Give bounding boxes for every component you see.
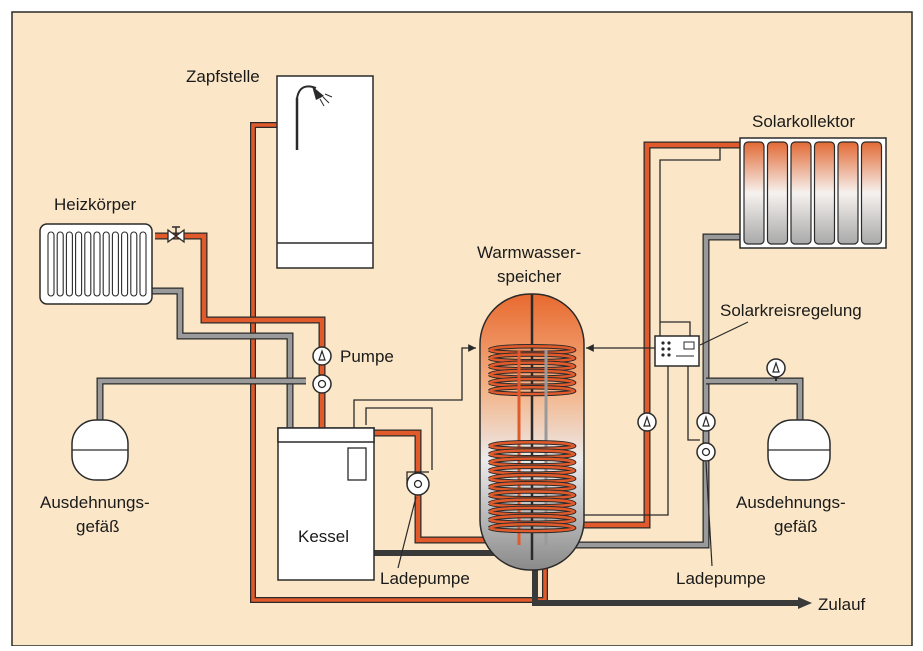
label-ausdehnung-left-line1: Ausdehnungs- xyxy=(40,493,150,512)
boiler xyxy=(277,427,375,581)
boiler-control-wire xyxy=(353,344,476,433)
controller-wire-2 xyxy=(582,362,669,516)
solarkreisregelung-pointer xyxy=(699,321,749,346)
label-ladepumpe-left: Ladepumpe xyxy=(380,569,470,588)
label-speicher-line2: speicher xyxy=(497,267,562,286)
collector-tube xyxy=(766,141,789,245)
collector-tube xyxy=(790,141,812,245)
label-solarkollektor: Solarkollektor xyxy=(752,112,855,131)
solar-collector xyxy=(739,137,887,249)
label-zapfstelle: Zapfstelle xyxy=(186,67,260,86)
coil-turn xyxy=(488,498,576,508)
coil-turn xyxy=(488,441,576,451)
label-ladepumpe-right: Ladepumpe xyxy=(676,569,766,588)
controller-button xyxy=(667,341,671,345)
heater-return-pipe xyxy=(150,288,293,430)
valve-icon xyxy=(167,226,185,244)
radiator-fin xyxy=(75,231,83,297)
radiator-fin xyxy=(47,231,55,297)
radiator-fin xyxy=(65,231,73,297)
radiator-fin xyxy=(130,231,138,297)
coil-turn xyxy=(488,361,576,371)
controller-button xyxy=(661,353,665,357)
controller-wire-4 xyxy=(659,148,721,340)
ladepumpe-right-pointer xyxy=(705,461,713,567)
gauge-icon xyxy=(766,358,786,381)
coil-turn xyxy=(488,482,576,492)
gauge-icon xyxy=(312,346,332,366)
coil-turn xyxy=(488,345,576,355)
loading-pump-left-icon xyxy=(406,471,430,496)
coil-turn xyxy=(488,386,576,396)
controller-button xyxy=(661,347,665,351)
controller-button xyxy=(661,341,665,345)
shower-stall xyxy=(276,75,374,269)
coil-turn xyxy=(488,523,576,533)
left-expansion-pipe xyxy=(97,378,306,420)
storage-tank xyxy=(479,293,585,571)
coil-turn xyxy=(488,353,576,363)
radiator-fin xyxy=(121,231,129,297)
gauge-icon xyxy=(696,412,716,432)
radiator-fin xyxy=(84,231,92,297)
hot-water-tap-pipe-fill xyxy=(251,123,547,602)
label-zulauf: Zulauf xyxy=(818,595,866,614)
gauge-icon xyxy=(637,412,657,432)
collector-tube xyxy=(837,141,859,245)
label-ausdehnung-right-line1: Ausdehnungs- xyxy=(736,493,846,512)
label-kessel: Kessel xyxy=(298,527,349,546)
label-pumpe: Pumpe xyxy=(340,347,394,366)
coil-turn xyxy=(488,369,576,379)
label-ausdehnung-left-line2: gefäß xyxy=(76,517,119,536)
coil-turn xyxy=(488,506,576,516)
loading-pump-right-icon xyxy=(696,442,716,462)
radiator-fin xyxy=(139,231,147,297)
ladepumpe-left-pointer xyxy=(397,496,417,569)
coil-turn xyxy=(488,490,576,500)
collector-tube xyxy=(743,141,765,245)
label-ausdehnung-right-line2: gefäß xyxy=(774,517,817,536)
label-heizkoerper: Heizkörper xyxy=(54,195,137,214)
radiator-fin xyxy=(102,231,110,297)
controller-button xyxy=(667,347,671,351)
coil-turn xyxy=(488,377,576,388)
zulauf-arrow-icon xyxy=(798,597,812,609)
expansion-vessel-left xyxy=(71,419,129,481)
radiator xyxy=(39,223,153,305)
controller-wire-3 xyxy=(687,365,700,441)
radiator-fin xyxy=(111,231,119,297)
label-solarkreisregelung: Solarkreisregelung xyxy=(720,301,862,320)
pump-icon xyxy=(312,374,332,394)
coil-turn xyxy=(488,473,576,484)
solar-supply-pipe xyxy=(565,142,740,528)
solar-return-pipe xyxy=(560,234,740,548)
loading-pump-wire xyxy=(365,407,433,470)
coil-turn xyxy=(488,465,576,475)
coil-turn xyxy=(488,457,576,467)
collector-tube xyxy=(813,141,836,245)
coil-turn xyxy=(488,449,576,459)
expansion-vessel-right xyxy=(767,419,831,481)
lower-heat-exchanger-coil xyxy=(487,440,577,534)
right-expansion-pipe xyxy=(706,378,803,420)
radiator-fin xyxy=(56,231,64,297)
radiator-fin xyxy=(93,231,101,297)
collector-tube xyxy=(860,141,883,245)
controller-button xyxy=(667,353,671,357)
controller-icon xyxy=(654,335,700,367)
label-speicher-line1: Warmwasser- xyxy=(477,243,581,262)
shower-head-icon xyxy=(296,85,333,107)
cold-water-supply-pipe xyxy=(532,560,800,606)
coil-turn xyxy=(488,514,576,525)
controller-wire-5 xyxy=(660,321,691,340)
